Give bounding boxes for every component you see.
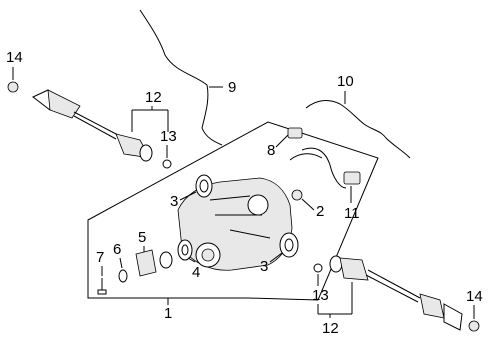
callout-3-lower: 3: [260, 258, 268, 275]
washer-6: [118, 269, 128, 283]
bushing: [135, 249, 157, 277]
callout-10: 10: [337, 73, 354, 90]
differential-housing: [177, 177, 293, 271]
bolt: [97, 278, 107, 295]
callout-12-right: 12: [322, 320, 339, 337]
callout-2: 2: [316, 203, 324, 220]
callout-1: 1: [164, 305, 172, 322]
callout-14-left: 14: [6, 49, 23, 66]
wiring-harness-connector: [287, 127, 361, 189]
callout-9: 9: [228, 79, 236, 96]
callout-12-left: 12: [145, 89, 162, 106]
callout-6: 6: [113, 241, 121, 258]
callout-7: 7: [96, 249, 104, 266]
seal-upper: [195, 174, 213, 198]
left-axle-shaft: [7, 81, 172, 169]
callout-3-upper: 3: [170, 193, 178, 210]
assembly-boundary: [87, 121, 379, 301]
callout-11: 11: [344, 205, 360, 222]
harness-cable: [305, 100, 411, 159]
callout-4: 4: [192, 264, 200, 281]
callout-13-right: 13: [312, 287, 329, 304]
seal-4: [177, 239, 193, 261]
seal-lower: [279, 232, 299, 258]
right-axle-nut: [468, 320, 480, 332]
right-clip-ring: [313, 263, 323, 273]
left-axle-nut: [7, 81, 19, 93]
callout-13-left: 13: [160, 128, 177, 145]
vent-hose: [139, 9, 223, 146]
callout-5: 5: [138, 229, 146, 246]
right-axle-shaft: [313, 255, 480, 332]
washer: [291, 189, 303, 201]
callout-8: 8: [267, 142, 275, 159]
callout-14-right: 14: [466, 288, 483, 305]
left-clip-ring: [162, 159, 172, 169]
